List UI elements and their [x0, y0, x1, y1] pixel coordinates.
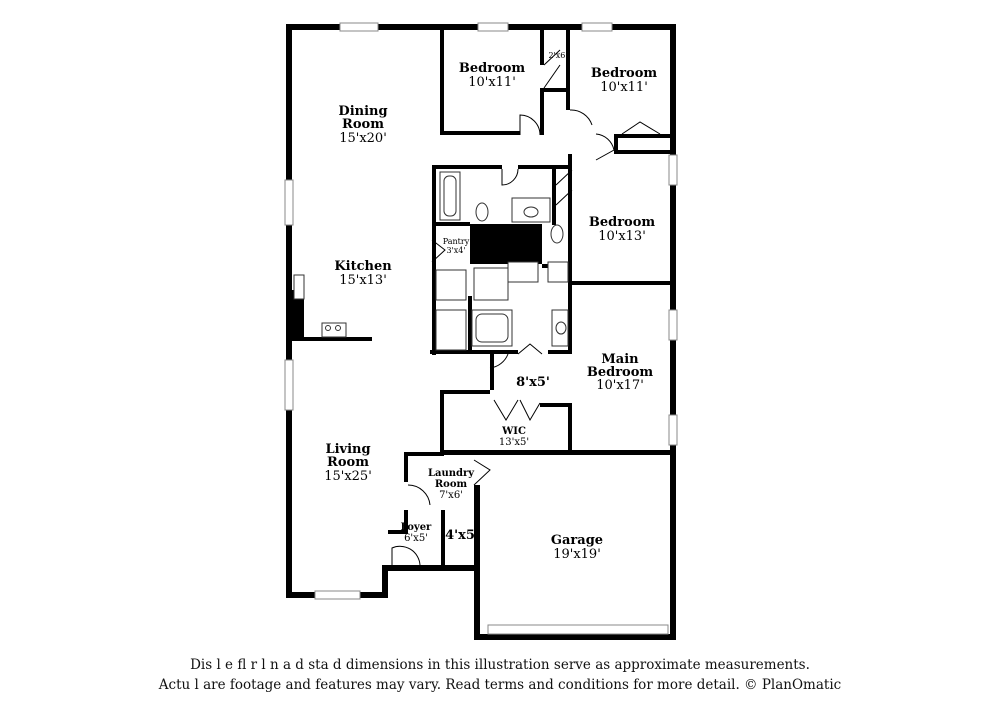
- svg-text:Laundry: Laundry: [428, 468, 475, 479]
- svg-text:Pantry: Pantry: [443, 237, 470, 246]
- fixtures: [293, 171, 569, 351]
- room-bedroom-2: Bedroom 10'x11': [591, 66, 658, 95]
- room-living: Living Room 15'x25': [324, 442, 372, 484]
- room-pantry: Pantry 3'x4': [443, 237, 470, 255]
- svg-text:10'x17': 10'x17': [596, 378, 644, 393]
- svg-text:Room: Room: [435, 479, 468, 490]
- svg-text:Bedroom: Bedroom: [587, 365, 654, 380]
- svg-text:19'x19': 19'x19': [553, 547, 601, 562]
- room-foyer: Foyer 6'x5': [401, 522, 432, 544]
- room-dining: Dining Room 15'x20': [338, 104, 387, 146]
- room-storage: 4'x5': [445, 528, 479, 543]
- svg-text:4'x5': 4'x5': [445, 528, 479, 543]
- svg-text:Bedroom: Bedroom: [589, 215, 656, 230]
- room-bedroom-3: Bedroom 10'x13': [589, 215, 656, 244]
- disclaimer-line-1: Dis l e fl r l n a d sta d dimensions in…: [190, 657, 810, 673]
- room-hall: 8'x5': [516, 375, 550, 390]
- svg-text:Bedroom: Bedroom: [459, 61, 526, 76]
- svg-text:15'x25': 15'x25': [324, 469, 372, 484]
- doors: [391, 49, 661, 568]
- svg-text:13'x5': 13'x5': [499, 437, 529, 448]
- windows: [284, 22, 678, 635]
- room-laundry: Laundry Room 7'x6': [428, 468, 475, 501]
- floor-plan: Dining Room 15'x20' Kitchen 15'x13' Livi…: [284, 22, 678, 640]
- room-kitchen: Kitchen 15'x13': [334, 259, 392, 288]
- svg-text:WIC: WIC: [501, 426, 526, 437]
- svg-text:15'x20': 15'x20': [339, 131, 387, 146]
- svg-text:Main: Main: [601, 352, 639, 367]
- svg-text:Room: Room: [327, 455, 369, 470]
- svg-text:15'x13': 15'x13': [339, 273, 387, 288]
- room-closet: 2'x6': [548, 51, 567, 60]
- svg-text:8'x5': 8'x5': [516, 375, 550, 390]
- room-wic: WIC 13'x5': [499, 426, 529, 448]
- svg-text:Room: Room: [342, 117, 384, 132]
- svg-text:6'x5': 6'x5': [404, 533, 428, 544]
- disclaimer-line-2: Actu l are footage and features may vary…: [158, 677, 842, 693]
- svg-text:10'x11': 10'x11': [468, 75, 516, 90]
- svg-text:7'x6': 7'x6': [439, 490, 463, 501]
- room-main-bedroom: Main Bedroom 10'x17': [587, 352, 654, 393]
- interior-walls: [292, 30, 676, 570]
- svg-text:10'x11': 10'x11': [600, 80, 648, 95]
- svg-text:Bedroom: Bedroom: [591, 66, 658, 81]
- svg-text:Garage: Garage: [551, 533, 603, 548]
- svg-text:2'x6': 2'x6': [548, 51, 567, 60]
- room-bedroom-1: Bedroom 10'x11': [459, 61, 526, 90]
- svg-text:Dining: Dining: [338, 104, 387, 119]
- svg-text:10'x13': 10'x13': [598, 229, 646, 244]
- svg-text:Living: Living: [325, 442, 370, 457]
- svg-text:Foyer: Foyer: [401, 522, 432, 533]
- svg-text:Kitchen: Kitchen: [334, 259, 392, 274]
- disclaimer: Dis l e fl r l n a d sta d dimensions in…: [0, 655, 1000, 695]
- svg-text:3'x4': 3'x4': [446, 246, 465, 255]
- room-garage: Garage 19'x19': [551, 533, 603, 562]
